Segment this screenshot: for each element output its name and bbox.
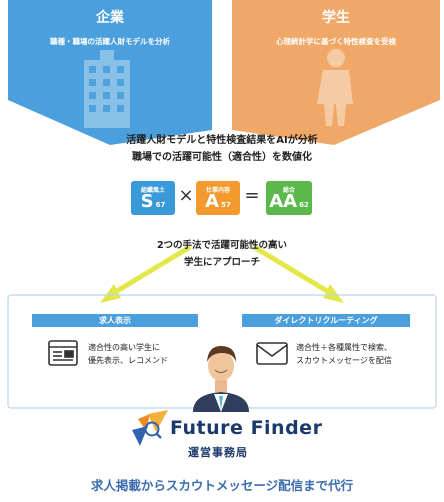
direct-recruiting-desc-2: スカウトメッセージを配信: [296, 356, 392, 365]
arrow-right-icon: [252, 244, 344, 303]
approach-line-2: 学生にアプローチ: [183, 257, 260, 268]
score-badge-aa-value: 62: [299, 201, 309, 209]
logo-future: Future: [170, 417, 244, 439]
score-badge-a-value: 57: [221, 201, 231, 209]
student-panel: [232, 0, 440, 145]
direct-recruiting-label: ダイレクトリクルーティング: [242, 314, 410, 327]
arrow-left-icon: [100, 244, 192, 303]
future-finder-logo-icon: [132, 410, 168, 446]
building-icon: [84, 50, 130, 128]
job-listing-desc-2: 優先表示、レコメンド: [88, 356, 168, 365]
company-title: 企業: [96, 10, 124, 26]
browser-window-icon: [48, 340, 78, 366]
analysis-line-1: 活躍人財モデルと特性検査結果をAIが分析: [126, 135, 318, 146]
score-badge-a-caption: 仕事内容: [205, 187, 230, 194]
analysis-line-2: 職場での活躍可能性（適合性）を数値化: [132, 152, 312, 163]
approach-line-1: 2つの手法で活躍可能性の高い: [156, 240, 288, 251]
score-badge-s-value: 67: [155, 201, 166, 209]
footer-tagline: 求人掲載からスカウトメッセージ配信まで代行: [90, 478, 354, 493]
score-badge-a-letter: A: [205, 191, 220, 212]
student-title: 学生: [322, 10, 350, 26]
score-badge-aa-caption: 総合: [282, 187, 295, 194]
student-silhouette-icon: [317, 49, 353, 126]
staff-avatar-icon: [193, 346, 249, 412]
job-listing-label: 求人表示: [32, 314, 198, 327]
logo-wordmark: Future Finder: [170, 417, 322, 439]
score-badge-aa-letter: AA: [269, 191, 298, 212]
score-badge-s-caption: 組織風土: [140, 187, 165, 194]
job-listing-desc-1: 適合性の高い学生に: [88, 343, 160, 352]
company-subtitle: 職種・職場の活躍人財モデルを分析: [50, 37, 170, 46]
times-sign: ×: [178, 185, 194, 206]
envelope-icon: [256, 342, 288, 365]
equals-sign: =: [244, 185, 260, 206]
logo-finder: Finder: [250, 417, 323, 439]
logo-office: 運営事務局: [188, 446, 248, 459]
direct-recruiting-desc-1: 適合性＋各種属性で検索、: [296, 343, 392, 352]
score-badge-s-letter: S: [140, 191, 154, 212]
student-subtitle: 心理統計学に基づく特性検査を受検: [276, 37, 396, 46]
